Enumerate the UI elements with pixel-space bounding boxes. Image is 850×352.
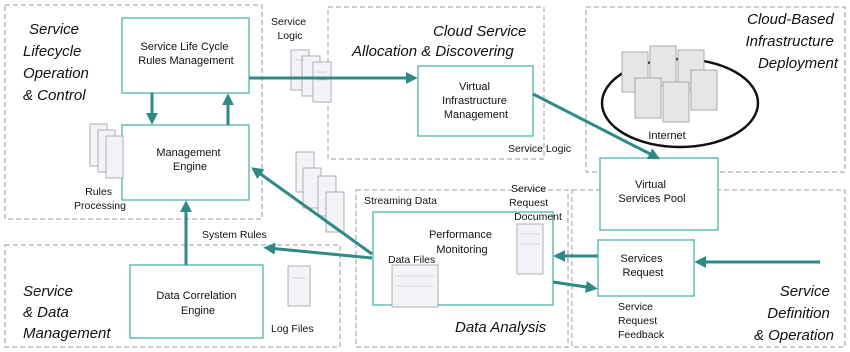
region-data-analysis bbox=[355, 189, 569, 348]
performance-monitoring-label: Performance Monitoring bbox=[429, 229, 495, 256]
region-title-data-management: Service & Data Management bbox=[23, 283, 111, 342]
request-document-icon bbox=[516, 223, 544, 275]
service-logic-bottom-label: Service Logic bbox=[508, 143, 571, 155]
flow-arrows bbox=[146, 72, 820, 293]
region-data-management bbox=[4, 244, 341, 348]
request-feedback-label: Service Request Feedback bbox=[618, 301, 665, 341]
services-request-node bbox=[597, 239, 695, 297]
services-request-label: Services Request bbox=[620, 253, 665, 279]
rules-processing-label: Rules Processing bbox=[74, 186, 126, 212]
streaming-data-label: Streaming Data bbox=[364, 195, 437, 207]
region-lifecycle bbox=[4, 4, 263, 220]
server-icon bbox=[621, 45, 718, 123]
internet-cloud-icon: Internet bbox=[600, 45, 760, 149]
internet-label: Internet bbox=[648, 130, 685, 142]
streaming-documents-icon bbox=[295, 151, 345, 233]
management-engine-label: Management Engine bbox=[156, 147, 223, 173]
data-correlation-node bbox=[129, 264, 264, 339]
arrow-monitor-to-engine bbox=[251, 167, 373, 256]
rules-management-label: Service Life Cycle Rules Management bbox=[138, 41, 233, 67]
service-logic-top-label: Service Logic bbox=[271, 16, 309, 42]
services-pool-label: Virtual Services Pool bbox=[618, 179, 685, 205]
region-title-lifecycle: Service Lifecycle Operation & Control bbox=[23, 21, 93, 104]
management-engine-node bbox=[121, 124, 250, 201]
arrow-monitor-to-request bbox=[552, 280, 598, 293]
arrow-infrastructure-to-pool bbox=[532, 92, 661, 160]
log-files-label: Log Files bbox=[271, 323, 314, 335]
request-document-label: Service Request Document bbox=[509, 183, 562, 223]
service-logic-documents-icon bbox=[290, 49, 332, 103]
rules-documents-icon bbox=[89, 123, 124, 179]
data-files-label: Data Files bbox=[388, 254, 435, 266]
region-title-infrastructure: Cloud-Based Infrastructure Deployment bbox=[745, 11, 838, 72]
data-correlation-label: Data Correlation Engine bbox=[156, 290, 239, 317]
system-rules-label: System Rules bbox=[202, 229, 267, 241]
region-title-definition: Service Definition & Operation bbox=[754, 283, 834, 344]
rules-management-node bbox=[121, 17, 250, 94]
virtual-infrastructure-node bbox=[417, 65, 534, 137]
region-title-cloud-service: Cloud Service Allocation & Discovering bbox=[351, 23, 531, 60]
document-lines bbox=[292, 59, 540, 287]
log-files-icon bbox=[287, 265, 311, 307]
region-title-data-analysis: Data Analysis bbox=[455, 319, 547, 336]
virtual-infrastructure-label: Virtual Infrastructure Management bbox=[442, 81, 510, 121]
services-pool-node bbox=[599, 157, 719, 231]
arrow-monitor-to-correlation bbox=[263, 242, 373, 260]
